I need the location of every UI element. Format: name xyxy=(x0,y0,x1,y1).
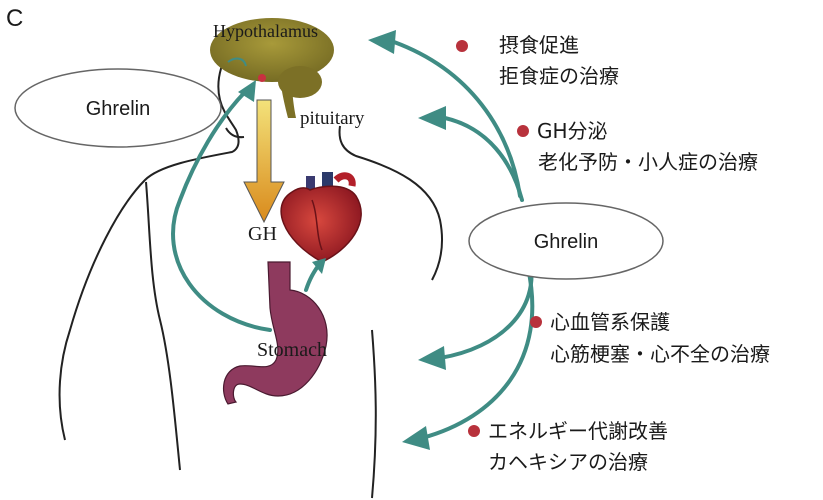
pituitary-label: pituitary xyxy=(300,108,365,129)
heart-illustration xyxy=(281,172,361,262)
effect-appetite-line1: 摂食促進 xyxy=(499,33,579,57)
panel-label: C xyxy=(6,5,23,32)
ghrelin-ellipse-right: Ghrelin xyxy=(469,203,663,279)
effect-bullet xyxy=(530,316,542,328)
effect-appetite: 摂食促進 拒食症の治療 xyxy=(456,33,619,88)
effect-cardio-line1: 心血管系保護 xyxy=(550,310,670,334)
effect-bullet xyxy=(517,125,529,137)
effect-cardio-line2: 心筋梗塞・心不全の治療 xyxy=(550,342,770,366)
effect-gh-line2: 老化予防・小人症の治療 xyxy=(538,150,758,174)
effect-appetite-line2: 拒食症の治療 xyxy=(499,64,619,88)
gh-secretion-arrow xyxy=(244,100,284,222)
hypothalamus-label: Hypothalamus xyxy=(213,21,318,41)
gh-label: GH xyxy=(248,223,277,245)
effect-energy-line1: エネルギー代謝改善 xyxy=(488,419,668,443)
stomach-label: Stomach xyxy=(257,339,327,361)
effect-gh-secretion: GH分泌 老化予防・小人症の治療 xyxy=(517,119,758,174)
effect-energy-line2: カヘキシアの治療 xyxy=(488,450,648,474)
effect-energy-metabolism: エネルギー代謝改善 カヘキシアの治療 xyxy=(468,419,668,474)
ghrelin-ellipse-left: Ghrelin xyxy=(15,69,221,147)
effect-bullet xyxy=(468,425,480,437)
effect-cardiovascular: 心血管系保護 心筋梗塞・心不全の治療 xyxy=(530,310,770,366)
effect-gh-line1: GH分泌 xyxy=(537,119,608,143)
effect-bullet xyxy=(456,40,468,52)
ghrelin-right-label: Ghrelin xyxy=(534,231,598,253)
stomach-illustration xyxy=(224,262,328,404)
ghrelin-left-label: Ghrelin xyxy=(86,98,150,120)
